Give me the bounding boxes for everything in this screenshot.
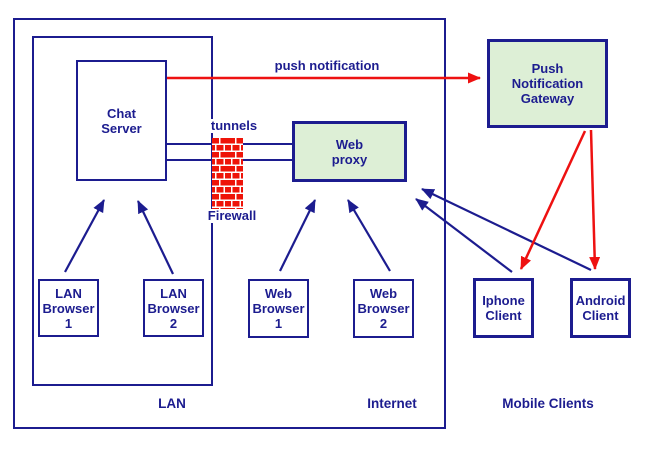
android-client-node: Android Client — [570, 278, 631, 338]
arrow-android-client-to-web-proxy — [421, 188, 592, 271]
arrow-gateway-to-android-client — [589, 129, 601, 270]
push-notification-gateway-node: Push Notification Gateway — [487, 39, 608, 128]
lan-browser-2-node: LAN Browser 2 — [143, 279, 204, 337]
web-proxy-node: Web proxy — [292, 121, 407, 182]
chat-server-node: Chat Server — [76, 60, 167, 181]
iphone-client-node: Iphone Client — [473, 278, 534, 338]
mobile-clients-zone-label: Mobile Clients — [502, 396, 594, 411]
web-browser-1-node: Web Browser 1 — [248, 279, 309, 338]
web-browser-2-node: Web Browser 2 — [353, 279, 414, 338]
firewall-label: Firewall — [198, 209, 266, 223]
arrow-gateway-to-iphone-client — [519, 130, 587, 270]
push-notification-label: push notification — [274, 58, 380, 73]
internet-zone-label: Internet — [367, 396, 417, 411]
lan-zone-label: LAN — [158, 396, 186, 411]
tunnels-label: tunnels — [203, 119, 265, 133]
lan-browser-1-node: LAN Browser 1 — [38, 279, 99, 337]
firewall-brick-wall — [212, 138, 243, 210]
